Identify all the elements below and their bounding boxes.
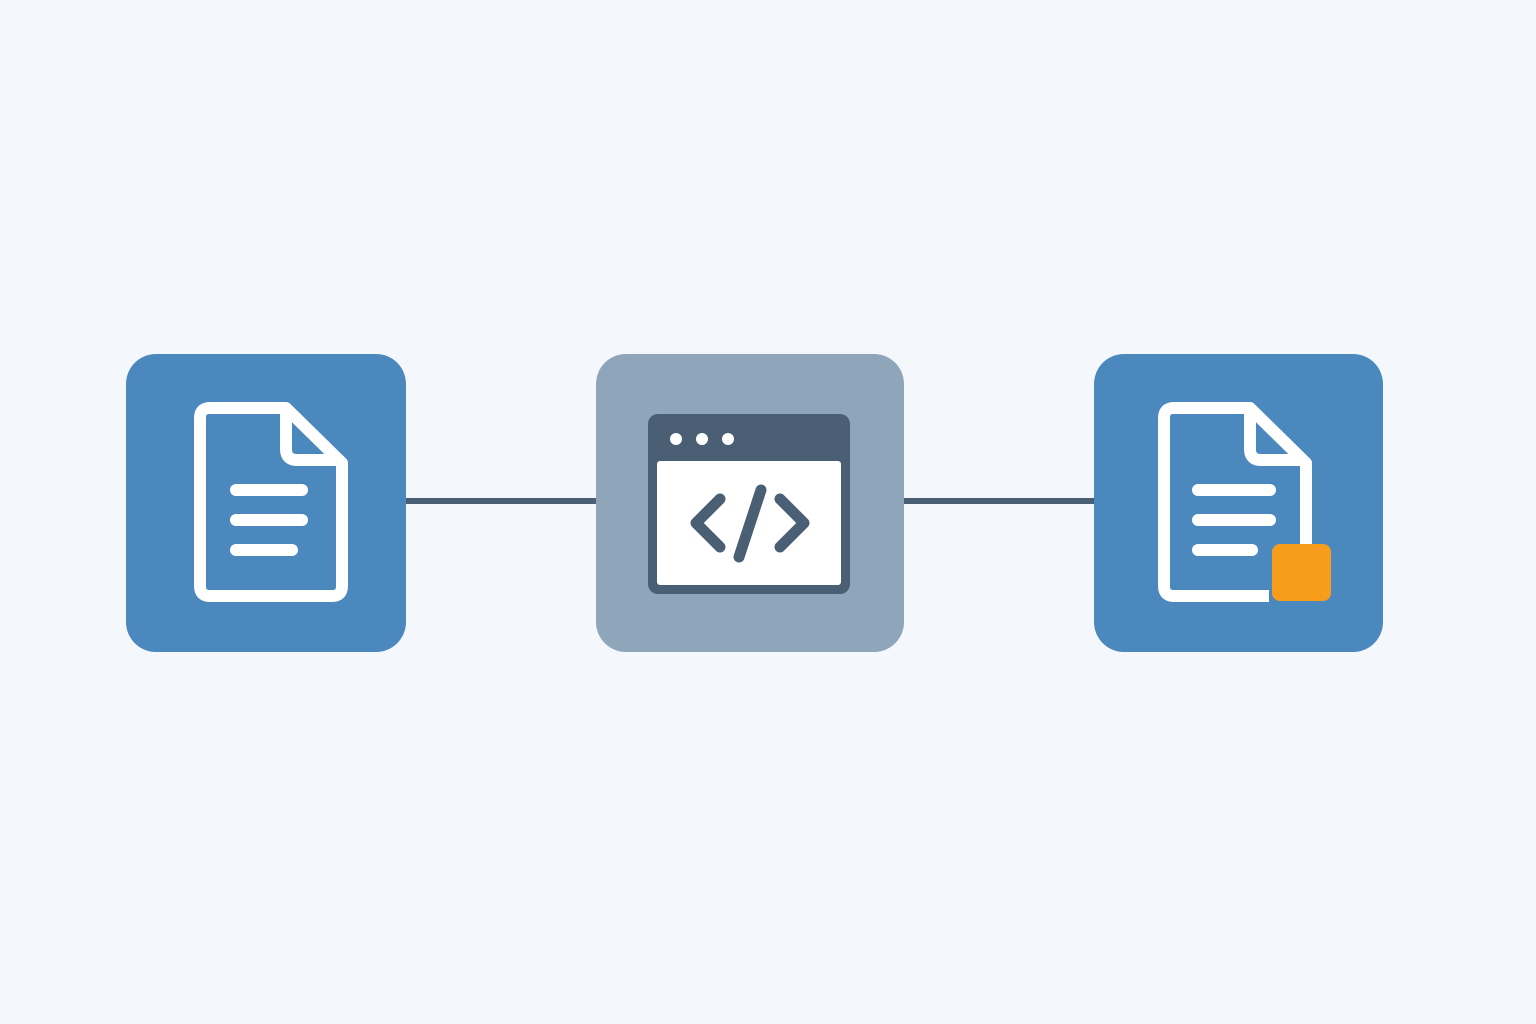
code-window-icon	[648, 414, 850, 594]
connector-source-to-process	[404, 498, 600, 504]
connector-process-to-output	[902, 498, 1098, 504]
window-dot-icon	[722, 433, 734, 445]
output-document-node	[1094, 354, 1383, 652]
status-badge-icon	[1272, 544, 1331, 601]
document-icon	[194, 402, 348, 602]
code-process-node	[596, 354, 904, 652]
document-with-badge-icon	[1158, 402, 1331, 602]
window-dot-icon	[670, 433, 682, 445]
source-document-node	[126, 354, 406, 652]
window-dot-icon	[696, 433, 708, 445]
